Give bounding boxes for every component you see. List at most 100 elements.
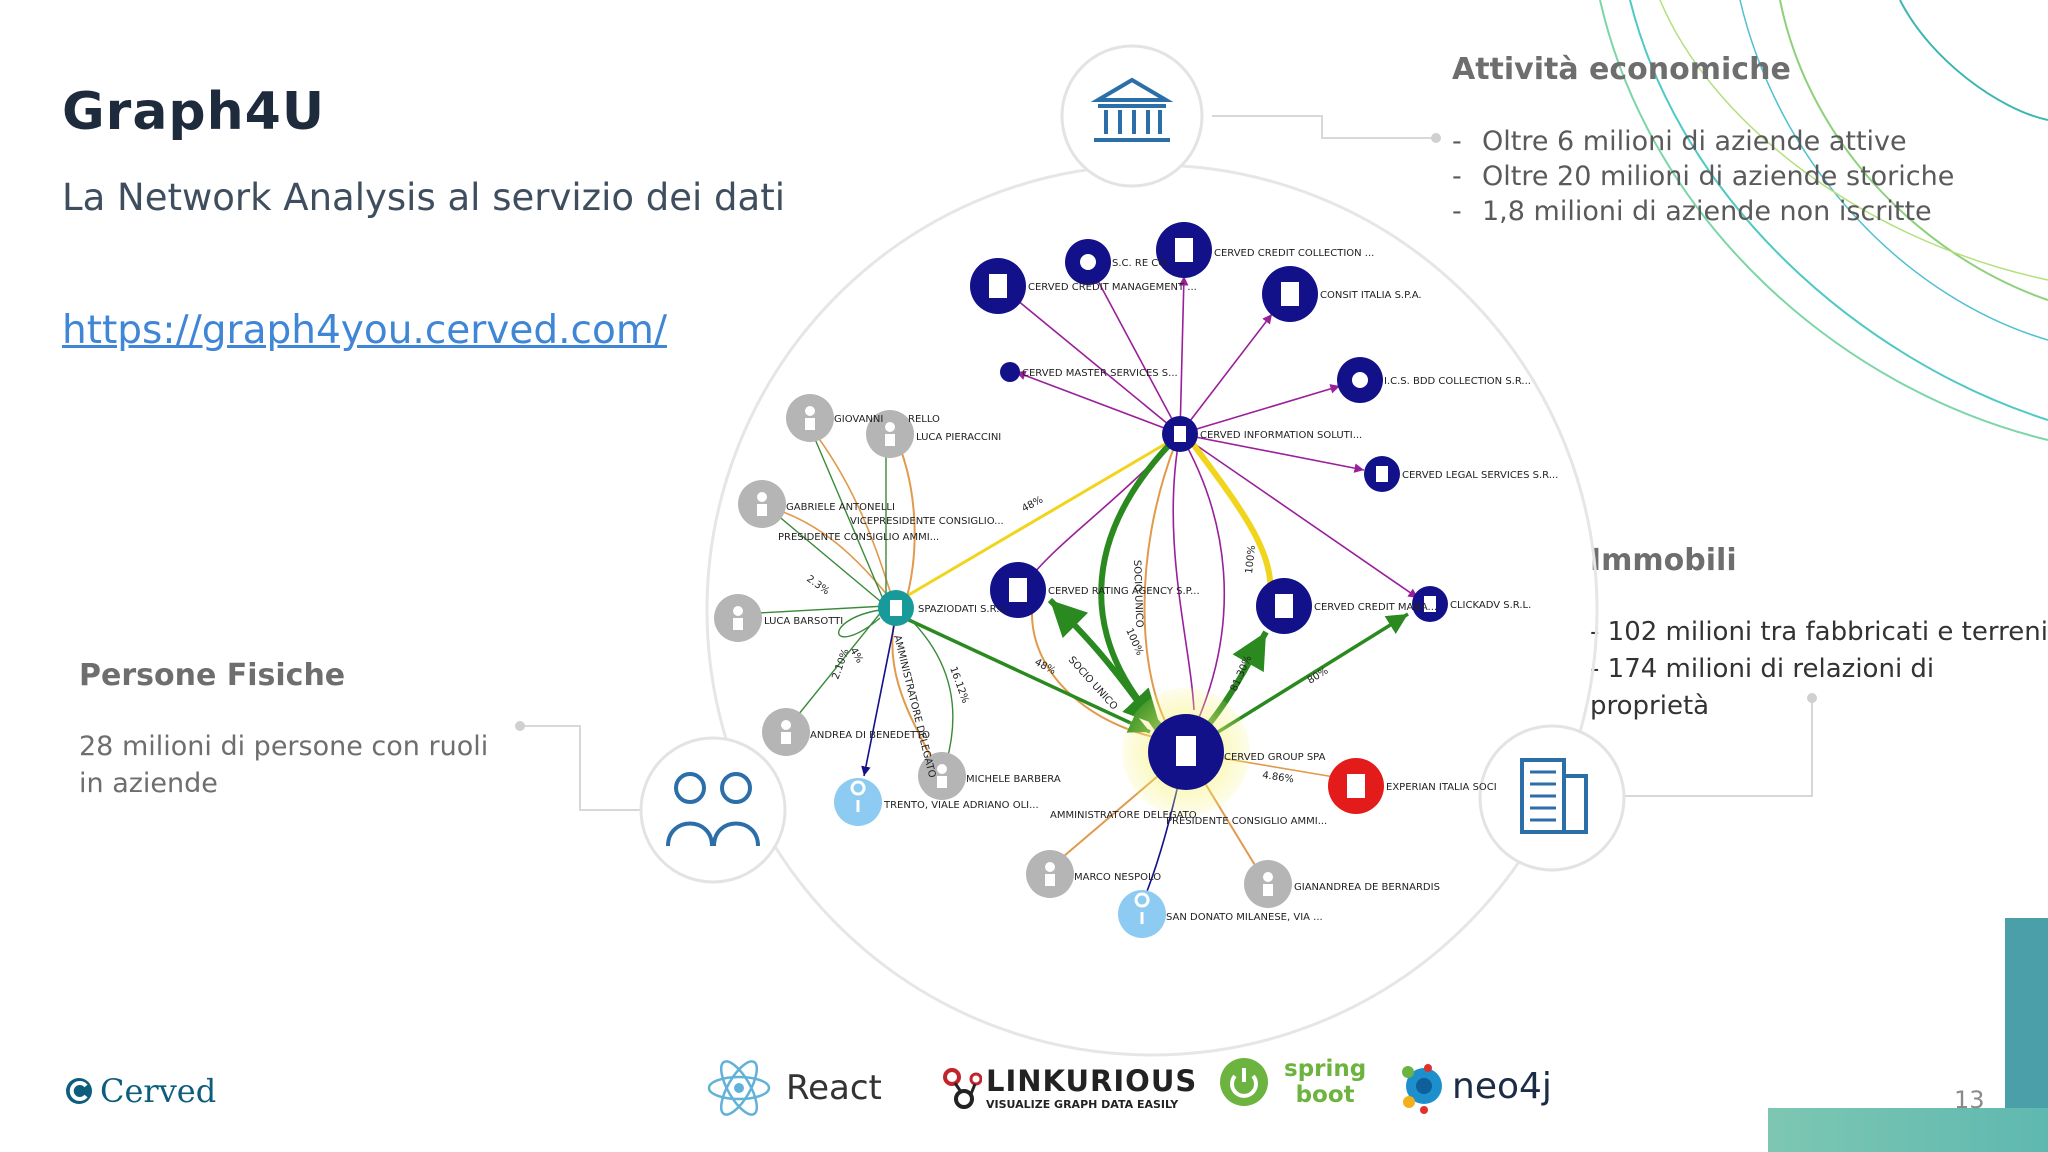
label-luca-p: LUCA PIERACCINI <box>916 432 1001 443</box>
edge-label-1612: 16.12% <box>947 665 970 705</box>
label-info-solutions: CERVED INFORMATION SOLUTI... <box>1200 430 1362 441</box>
edge-label-8130: 81.30% <box>1229 654 1255 693</box>
node-giovanni[interactable] <box>786 394 834 442</box>
edge-label-486: 4.86% <box>1262 770 1295 785</box>
label-cerved-group: CERVED GROUP SPA <box>1224 752 1326 763</box>
label-marco: MARCO NESPOLO <box>1074 872 1161 883</box>
label-credit-mana: CERVED CREDIT MANA... <box>1314 602 1437 613</box>
edge-label-presidente: PRESIDENTE CONSIGLIO AMMI... <box>1166 816 1327 827</box>
edge-label-210: 2.10% <box>830 647 851 681</box>
neo4j-label: neo4j <box>1452 1065 1552 1107</box>
label-legal: CERVED LEGAL SERVICES S.R... <box>1402 470 1558 481</box>
label-bdd: I.C.S. BDD COLLECTION S.R... <box>1384 376 1531 387</box>
edge-label-2: 2.3% <box>804 574 831 598</box>
node-trento[interactable] <box>834 778 882 826</box>
list-item: 1,8 milioni di aziende non iscritte <box>1452 194 1954 229</box>
page-title: Graph4U <box>62 82 326 142</box>
label-michele: MICHELE BARBERA <box>966 774 1061 785</box>
edge-label-vicepresidente: VICEPRESIDENTE CONSIGLIO... <box>850 516 1004 527</box>
node-san-donato[interactable] <box>1118 890 1166 938</box>
neo4j-logo: neo4j <box>1400 1058 1552 1114</box>
page-number: 13 <box>1954 1086 1985 1114</box>
node-gabriele[interactable] <box>738 480 786 528</box>
company-nodes <box>878 222 1448 814</box>
node-labels: CERVED GROUP SPA CERVED INFORMATION SOLU… <box>764 248 1558 923</box>
node-master[interactable] <box>1000 362 1020 382</box>
spring-icon <box>1220 1058 1268 1106</box>
node-luca-p[interactable] <box>866 410 914 458</box>
label-rating-agency: CERVED RATING AGENCY S.P... <box>1048 586 1200 597</box>
list-item: 174 milioni di relazioni di proprietà <box>1590 651 2048 725</box>
node-marco[interactable] <box>1026 850 1074 898</box>
globe-icon <box>1352 372 1368 388</box>
edge-label-100: 100% <box>1244 545 1258 575</box>
building-node-icon <box>1281 282 1299 306</box>
react-icon <box>707 1060 771 1116</box>
corner-band <box>1768 1108 2048 1152</box>
building-node-icon <box>1175 238 1193 262</box>
building-node-icon <box>1376 466 1388 482</box>
react-logo: React <box>706 1056 882 1120</box>
edge-label-100: 100% <box>1123 627 1145 658</box>
person-nodes <box>714 394 1292 908</box>
label-spazio-dati: SPAZIODATI S.R.L. <box>918 604 1008 615</box>
building-icon <box>1478 724 1626 872</box>
edge-label-socio-unico: SOCIO UNICO <box>1131 560 1144 628</box>
persone-heading: Persone Fisiche <box>79 658 346 693</box>
persone-text: 28 milioni di persone con ruoli in azien… <box>79 731 489 799</box>
react-label: React <box>786 1068 882 1108</box>
immobili-heading: Immobili <box>1590 543 1737 578</box>
label-sc-re: S.C. RE CO... <box>1112 258 1175 269</box>
linkurious-label: LINKURIOUS <box>986 1064 1198 1098</box>
building-node-icon <box>1176 736 1196 766</box>
label-trento: TRENTO, VIALE ADRIANO OLI... <box>883 800 1039 811</box>
label-clickadv: CLICKADV S.R.L. <box>1450 600 1531 611</box>
attivita-heading: Attività economiche <box>1452 52 1791 87</box>
label-gianandrea: GIANANDREA DE BERNARDIS <box>1294 882 1440 893</box>
building-node-icon <box>1424 596 1436 612</box>
building-node-icon <box>1275 594 1293 618</box>
label-gabriele: GABRIELE ANTONELLI <box>786 502 895 513</box>
edge-label-amministratore: AMMINISTRATORE DELEGATO <box>891 634 937 779</box>
spring-label: spring <box>1284 1056 1367 1082</box>
node-gianandrea[interactable] <box>1244 860 1292 908</box>
label-master: CERVED MASTER SERVICES S... <box>1022 368 1178 379</box>
boot-label: boot <box>1295 1082 1355 1108</box>
building-node-icon <box>989 274 1007 298</box>
graph4you-link[interactable]: https://graph4you.cerved.com/ <box>62 308 667 353</box>
linkurious-tagline: VISUALIZE GRAPH DATA EASILY <box>986 1098 1179 1111</box>
edge-label-48: 48% <box>1033 657 1058 677</box>
label-experian: EXPERIAN ITALIA SOCI <box>1386 782 1497 793</box>
neo4j-icon <box>1402 1064 1442 1114</box>
address-nodes <box>834 778 1166 938</box>
edge-label-48: 48% <box>1020 494 1045 514</box>
edge-label-amministratore: AMMINISTRATORE DELEGATO <box>1050 810 1197 821</box>
attivita-list: Oltre 6 milioni di aziende attive Oltre … <box>1452 124 1954 229</box>
label-andrea: ANDREA DI BENEDETTO <box>810 730 930 741</box>
label-consit: CONSIT ITALIA S.P.A. <box>1320 290 1422 301</box>
label-rello: RELLO <box>908 414 940 425</box>
label-luca-b: LUCA BARSOTTI <box>764 616 843 627</box>
spring-boot-logo: spring boot <box>1218 1056 1366 1108</box>
page-subtitle: La Network Analysis al servizio dei dati <box>62 176 785 219</box>
list-item: Oltre 20 milioni di aziende storiche <box>1452 159 1954 194</box>
label-giovanni: GIOVANNI <box>834 414 883 425</box>
immobili-list: 102 milioni tra fabbricati e terreni 174… <box>1590 614 2048 725</box>
label-credit-collection: CERVED CREDIT COLLECTION ... <box>1214 248 1374 259</box>
cerved-logo-text: Cerved <box>100 1072 217 1110</box>
list-item: Oltre 6 milioni di aziende attive <box>1452 124 1954 159</box>
edge-label-presidente: PRESIDENTE CONSIGLIO AMMI... <box>778 532 939 543</box>
label-san-donato: SAN DONATO MILANESE, VIA ... <box>1166 912 1323 923</box>
node-luca-b[interactable] <box>714 594 762 642</box>
node-andrea[interactable] <box>762 708 810 756</box>
list-item: 102 milioni tra fabbricati e terreni <box>1590 614 2048 651</box>
globe-icon <box>1080 254 1096 270</box>
linkurious-icon <box>943 1067 982 1109</box>
bank-icon <box>1060 44 1204 188</box>
building-node-icon <box>1347 774 1365 798</box>
cerved-logo: Cerved <box>64 1072 216 1110</box>
edge-label-80: 80% <box>1306 665 1331 686</box>
label-credit-management: CERVED CREDIT MANAGEMENT ... <box>1028 282 1197 293</box>
node-michele[interactable] <box>918 752 966 800</box>
